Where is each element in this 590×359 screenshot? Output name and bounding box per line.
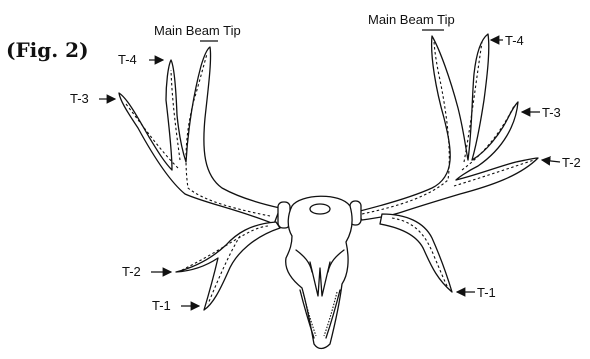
label-left-t1: T-1 — [152, 298, 171, 313]
figure-title: (Fig. 2) — [6, 38, 89, 62]
label-left-t2: T-2 — [122, 264, 141, 279]
left-main-beam — [119, 47, 280, 224]
label-left-t4: T-4 — [118, 52, 137, 67]
label-right-t1: T-1 — [477, 285, 496, 300]
label-left-t3: T-3 — [70, 91, 89, 106]
right-lower-tine — [380, 214, 452, 292]
label-left-main-beam-tip: Main Beam Tip — [154, 23, 241, 38]
right-antler — [356, 34, 538, 292]
label-right-t2: T-2 — [562, 155, 581, 170]
skull — [278, 196, 361, 348]
right-t2-arrow — [542, 160, 560, 162]
right-labels: Main Beam Tip T-4 T-3 T-2 T-1 — [368, 12, 581, 300]
label-right-t3: T-3 — [542, 105, 561, 120]
skull-forehead-mark — [310, 204, 330, 214]
left-lower-tines — [176, 222, 280, 310]
label-right-t4: T-4 — [505, 33, 524, 48]
left-antler — [119, 47, 280, 310]
label-right-main-beam-tip: Main Beam Tip — [368, 12, 455, 27]
skull-outline — [286, 196, 352, 348]
